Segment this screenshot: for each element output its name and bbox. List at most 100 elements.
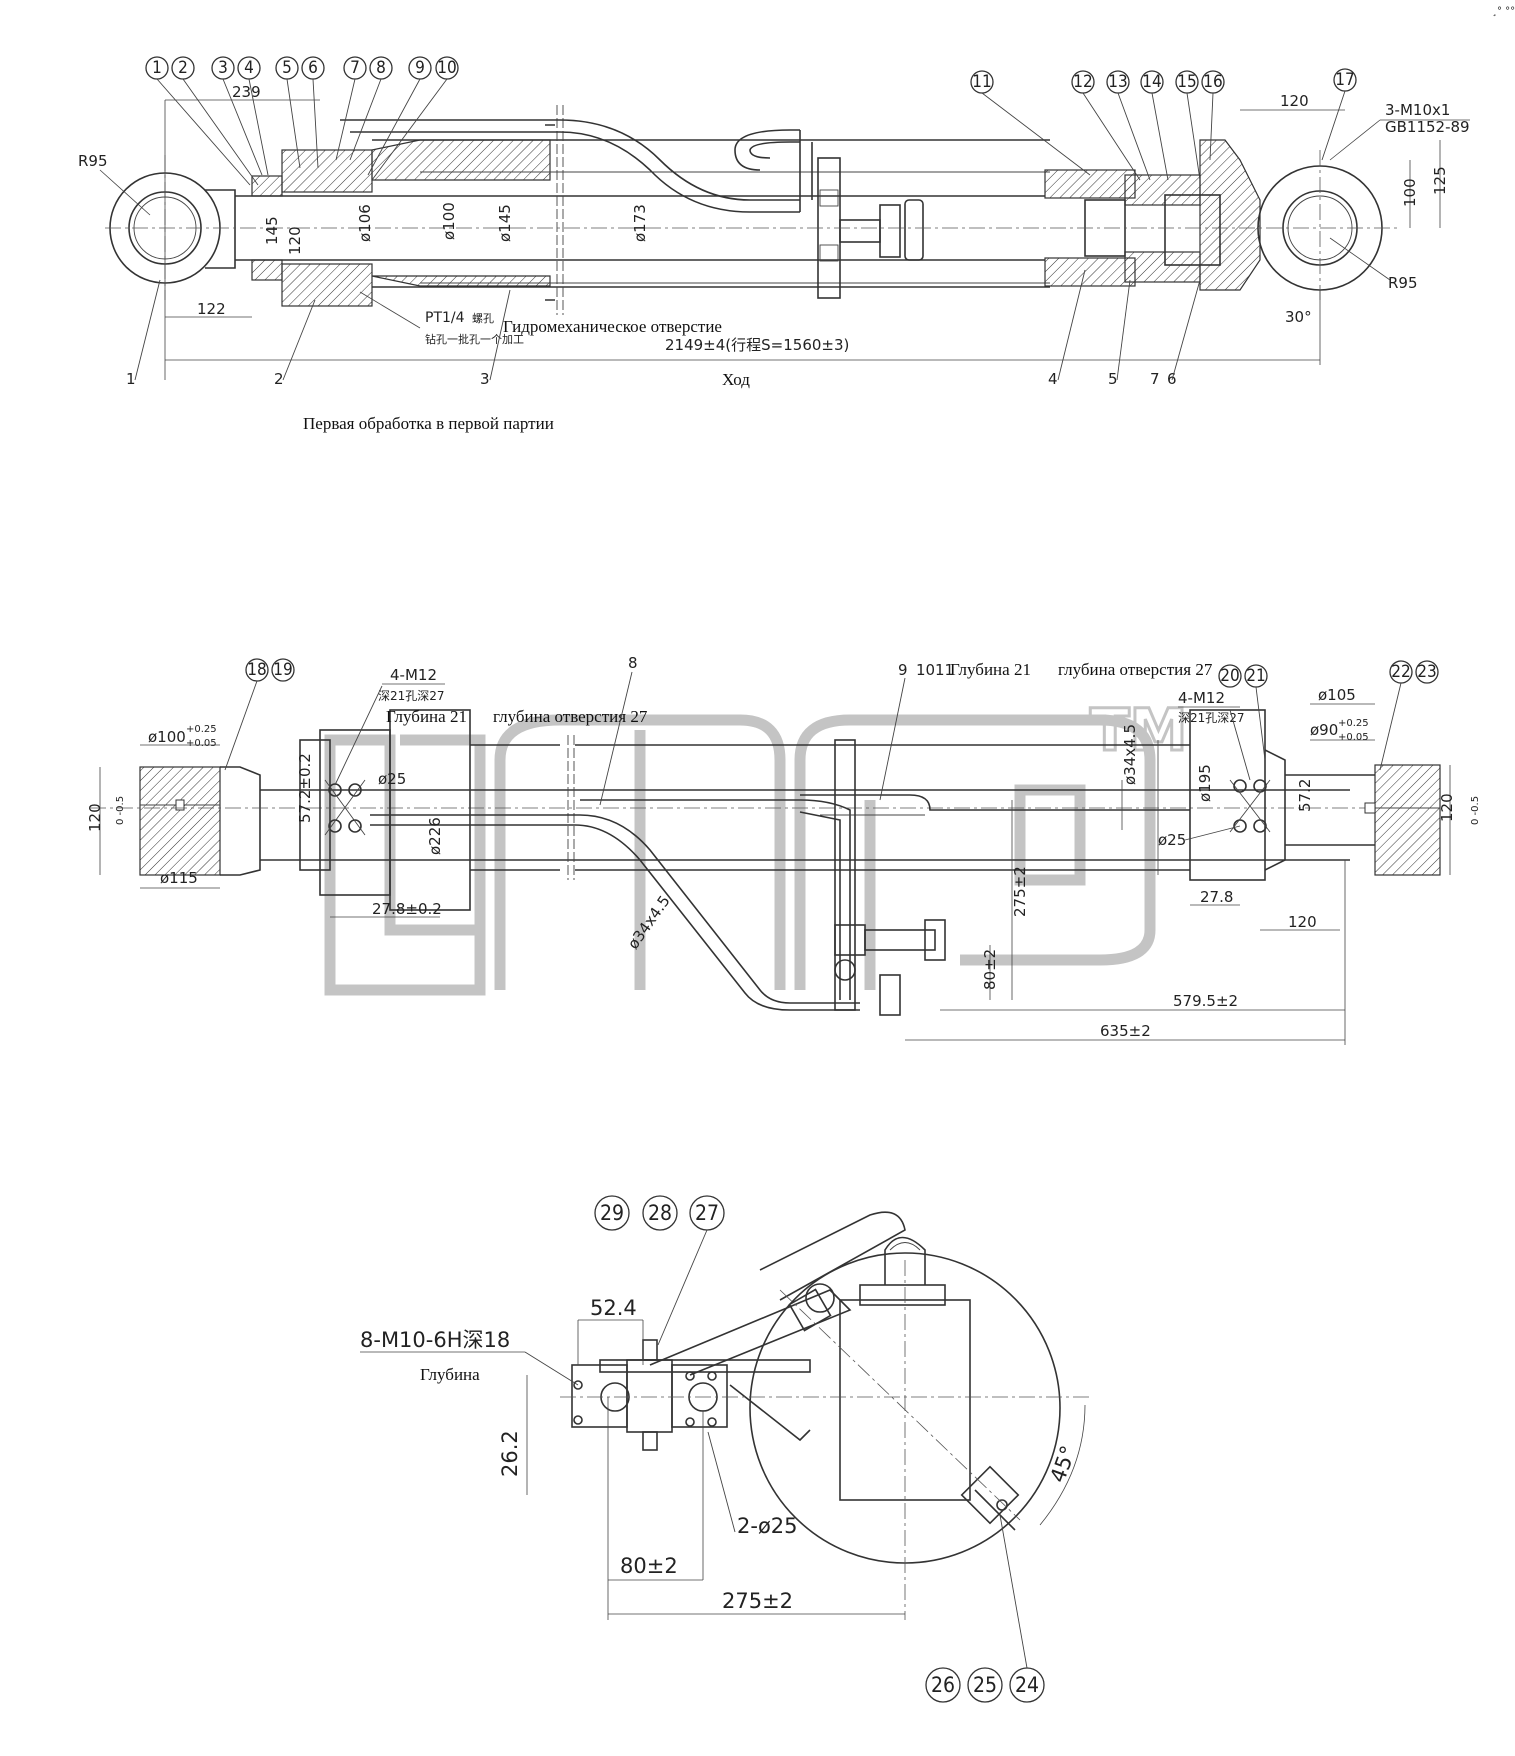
dim-phi25-left: ø25 — [378, 770, 406, 788]
dim-phi34-diag: ø34x4.5 — [624, 892, 674, 952]
middle-view: ø100 +0.25 +0.05 ø115 120 0 -0.5 4-M12 深… — [86, 660, 1481, 1045]
dim-120-right: 120 — [1438, 793, 1456, 822]
top-view-cylinder: 239 145 120 R95 122 ø106 ø100 ø145 ø173 … — [78, 83, 1470, 380]
dim-m12-right-depth: 深21孔深27 — [1178, 711, 1245, 725]
dim-phi173: ø173 — [631, 204, 649, 242]
dim-phi100-upper: +0.25 — [186, 724, 217, 735]
leader-4: 4 — [1048, 370, 1058, 388]
balloon-19: 19 — [273, 660, 292, 680]
dim-phi34-top: ø34x4.5 — [1121, 724, 1139, 785]
top-lower-leaders: 1 2 3 4 5 7 6 — [126, 269, 1201, 388]
balloon-16: 16 — [1203, 72, 1222, 92]
left-bushing — [139, 766, 221, 876]
dim-26: 26.2 — [498, 1430, 522, 1477]
leader-10: 10 — [916, 661, 935, 679]
label-hole-depth-27: глубина отверстия 27 — [1058, 660, 1213, 679]
dim-angle45: 45° — [1046, 1443, 1081, 1486]
dim-120h: 120 — [1280, 92, 1309, 110]
oil-pipe-diag — [370, 814, 860, 1004]
dim-phi195: ø195 — [1196, 764, 1214, 802]
dim-57-right: 57.2 — [1296, 779, 1314, 812]
dim-phi90-lower: +0.05 — [1338, 732, 1369, 743]
dim-r95-left: R95 — [78, 152, 108, 170]
balloon-26: 26 — [931, 1673, 955, 1697]
dim-standard: GB1152-89 — [1385, 118, 1470, 136]
leader-2: 2 — [274, 370, 284, 388]
balloon-27: 27 — [695, 1201, 719, 1225]
leader-1: 1 — [126, 370, 136, 388]
balloon-11: 11 — [972, 72, 991, 92]
dim-phi90-upper: +0.25 — [1338, 718, 1369, 729]
balloon-4: 4 — [244, 58, 254, 78]
balloon-1: 1 — [152, 58, 162, 78]
balloon-14: 14 — [1142, 72, 1161, 92]
dim-120-right-tol: 0 -0.5 — [1470, 796, 1481, 825]
dim-239: 239 — [232, 83, 261, 101]
balloon-5: 5 — [282, 58, 292, 78]
dim-port-cn: 螺孔 — [472, 312, 494, 325]
dim-thread: 3-M10x1 — [1385, 101, 1450, 119]
leader-6: 6 — [1167, 370, 1177, 388]
label-depth-21: Глубина 21 — [950, 660, 1031, 679]
balloon-17: 17 — [1335, 70, 1354, 90]
balloon-20: 20 — [1220, 666, 1239, 686]
label-first-processing: Первая обработка в первой партии — [303, 414, 554, 433]
dim-holes: 2-ø25 — [737, 1514, 798, 1538]
oil-pipe-upper — [340, 119, 800, 201]
middle-clamp — [834, 739, 856, 1011]
corner-mark: ¸° °°° — [1492, 6, 1515, 17]
dim-275-bottom: 275±2 — [722, 1589, 793, 1613]
dim-phi226: ø226 — [426, 817, 444, 855]
label-stroke: Ход — [722, 370, 750, 389]
leader-3: 3 — [480, 370, 490, 388]
gland-bottom — [281, 263, 373, 307]
label-hole-depth-27-b: глубина отверстия 27 — [493, 707, 648, 726]
dim-phi106: ø106 — [356, 204, 374, 242]
dim-overall: 2149±4(行程S=1560±3) — [665, 336, 849, 354]
leader-9: 9 — [898, 661, 908, 679]
dim-m12-right: 4-M12 — [1178, 689, 1225, 707]
manifold-right — [671, 1364, 728, 1428]
balloon-22: 22 — [1391, 662, 1410, 682]
dim-r95-right: R95 — [1388, 274, 1418, 292]
balloon-25: 25 — [973, 1673, 997, 1697]
leader-11: 11 — [935, 661, 954, 679]
dim-100v: 100 — [1401, 178, 1419, 207]
dim-579: 579.5±2 — [1173, 992, 1238, 1010]
dim-m12-left: 4-M12 — [390, 666, 437, 684]
bottom-balloons: 29 28 27 26 25 24 — [594, 1195, 1045, 1703]
balloon-18: 18 — [247, 660, 266, 680]
dim-275: 275±2 — [1011, 866, 1029, 917]
leader-7: 7 — [1150, 370, 1160, 388]
balloon-24: 24 — [1015, 1673, 1039, 1697]
dim-phi105: ø105 — [1318, 686, 1356, 704]
dim-phi100: ø100 — [440, 202, 458, 240]
top-balloons: 1 2 3 4 5 6 7 8 9 10 11 12 13 14 15 16 1… — [145, 56, 1357, 186]
gland-top — [281, 149, 373, 193]
balloon-13: 13 — [1108, 72, 1127, 92]
dim-120v: 120 — [286, 226, 304, 255]
dim-57-left: 57.2±0.2 — [296, 753, 314, 823]
watermark: TM — [324, 695, 1189, 996]
label-hydro-hole: Гидромеханическое отверстие — [503, 317, 722, 336]
dim-phi25-right: ø25 — [1158, 831, 1186, 849]
balloon-6: 6 — [308, 58, 318, 78]
dim-27-right: 27.8 — [1200, 888, 1233, 906]
dim-phi90-tol: ø90 — [1310, 721, 1338, 739]
piston — [1044, 169, 1136, 199]
dim-phi115: ø115 — [160, 869, 198, 887]
balloon-12: 12 — [1073, 72, 1092, 92]
watermark-tm: TM — [1090, 696, 1187, 764]
dim-phi145: ø145 — [496, 204, 514, 242]
leader-8: 8 — [628, 654, 638, 672]
balloon-21: 21 — [1246, 666, 1265, 686]
right-bushing — [1374, 764, 1441, 876]
dim-120-bottom: 120 — [1288, 913, 1317, 931]
balloon-2: 2 — [178, 58, 188, 78]
balloon-8: 8 — [376, 58, 386, 78]
right-flange — [1189, 709, 1266, 881]
balloon-10: 10 — [437, 58, 456, 78]
balloon-28: 28 — [648, 1201, 672, 1225]
dim-125v: 125 — [1431, 166, 1449, 195]
